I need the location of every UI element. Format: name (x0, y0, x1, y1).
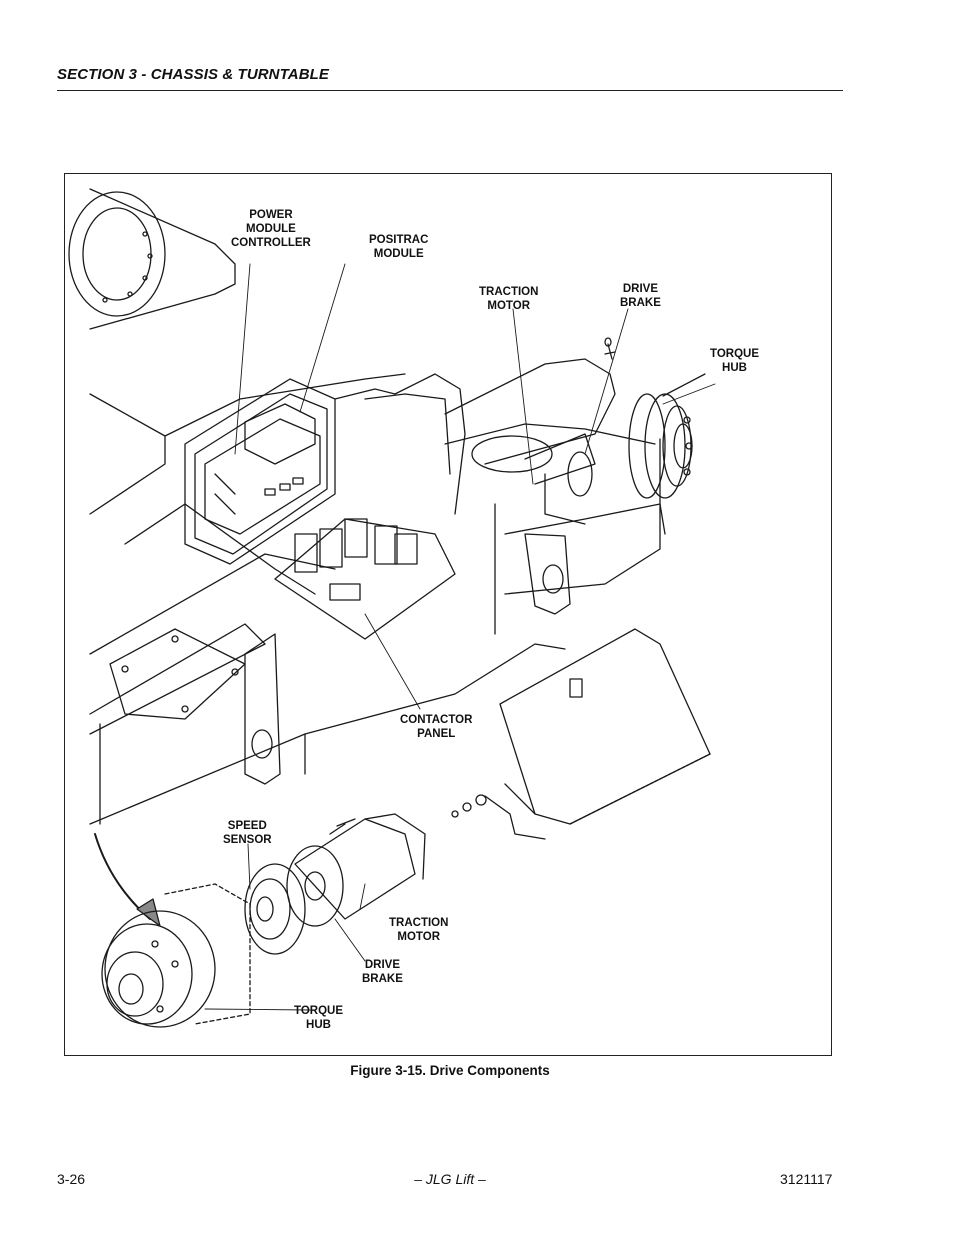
page-number: 3-26 (57, 1171, 86, 1187)
section-header: SECTION 3 - CHASSIS & TURNTABLE (57, 64, 843, 91)
callout-power-module-controller: POWER MODULE CONTROLLER (231, 209, 311, 249)
contactor-assembly (274, 518, 456, 640)
drive-brake-exploded (244, 863, 306, 955)
drive-components-illustration (68, 188, 716, 1028)
turntable-bearing (68, 188, 236, 330)
axle-housing (444, 358, 616, 525)
cover-plate (451, 628, 711, 840)
torque-hub-exploded (101, 883, 251, 1028)
drive-brake-top (604, 337, 616, 360)
power-module-box (184, 378, 336, 565)
callout-drive-brake-top: DRIVE BRAKE (620, 283, 661, 309)
callout-traction-motor-bottom: TRACTION MOTOR (389, 917, 449, 943)
chassis-frame (89, 373, 666, 825)
torque-hub-top (628, 373, 706, 499)
frame-lug (244, 533, 571, 785)
callout-torque-hub-top: TORQUE HUB (710, 348, 759, 374)
traction-motor-exploded (286, 813, 426, 927)
positrac-module (334, 373, 466, 515)
section-title: SECTION 3 - CHASSIS & TURNTABLE (57, 66, 330, 83)
figure-caption: Figure 3-15. Drive Components (350, 1063, 550, 1078)
figure-frame: POWER MODULE CONTROLLER POSITRAC MODULE … (64, 173, 832, 1056)
callout-contactor-panel: CONTACTOR PANEL (400, 714, 473, 740)
document-number: 3121117 (780, 1171, 833, 1187)
callout-torque-hub-bottom: TORQUE HUB (294, 1005, 343, 1031)
callout-drive-brake-bottom: DRIVE BRAKE (362, 959, 403, 985)
callout-traction-motor-top: TRACTION MOTOR (479, 286, 539, 312)
callout-speed-sensor: SPEED SENSOR (223, 820, 272, 846)
access-plate (109, 628, 246, 720)
leader-lines (204, 263, 716, 1011)
callout-positrac-module: POSITRAC MODULE (369, 234, 429, 260)
footer-publisher: – JLG Lift – (414, 1171, 486, 1187)
